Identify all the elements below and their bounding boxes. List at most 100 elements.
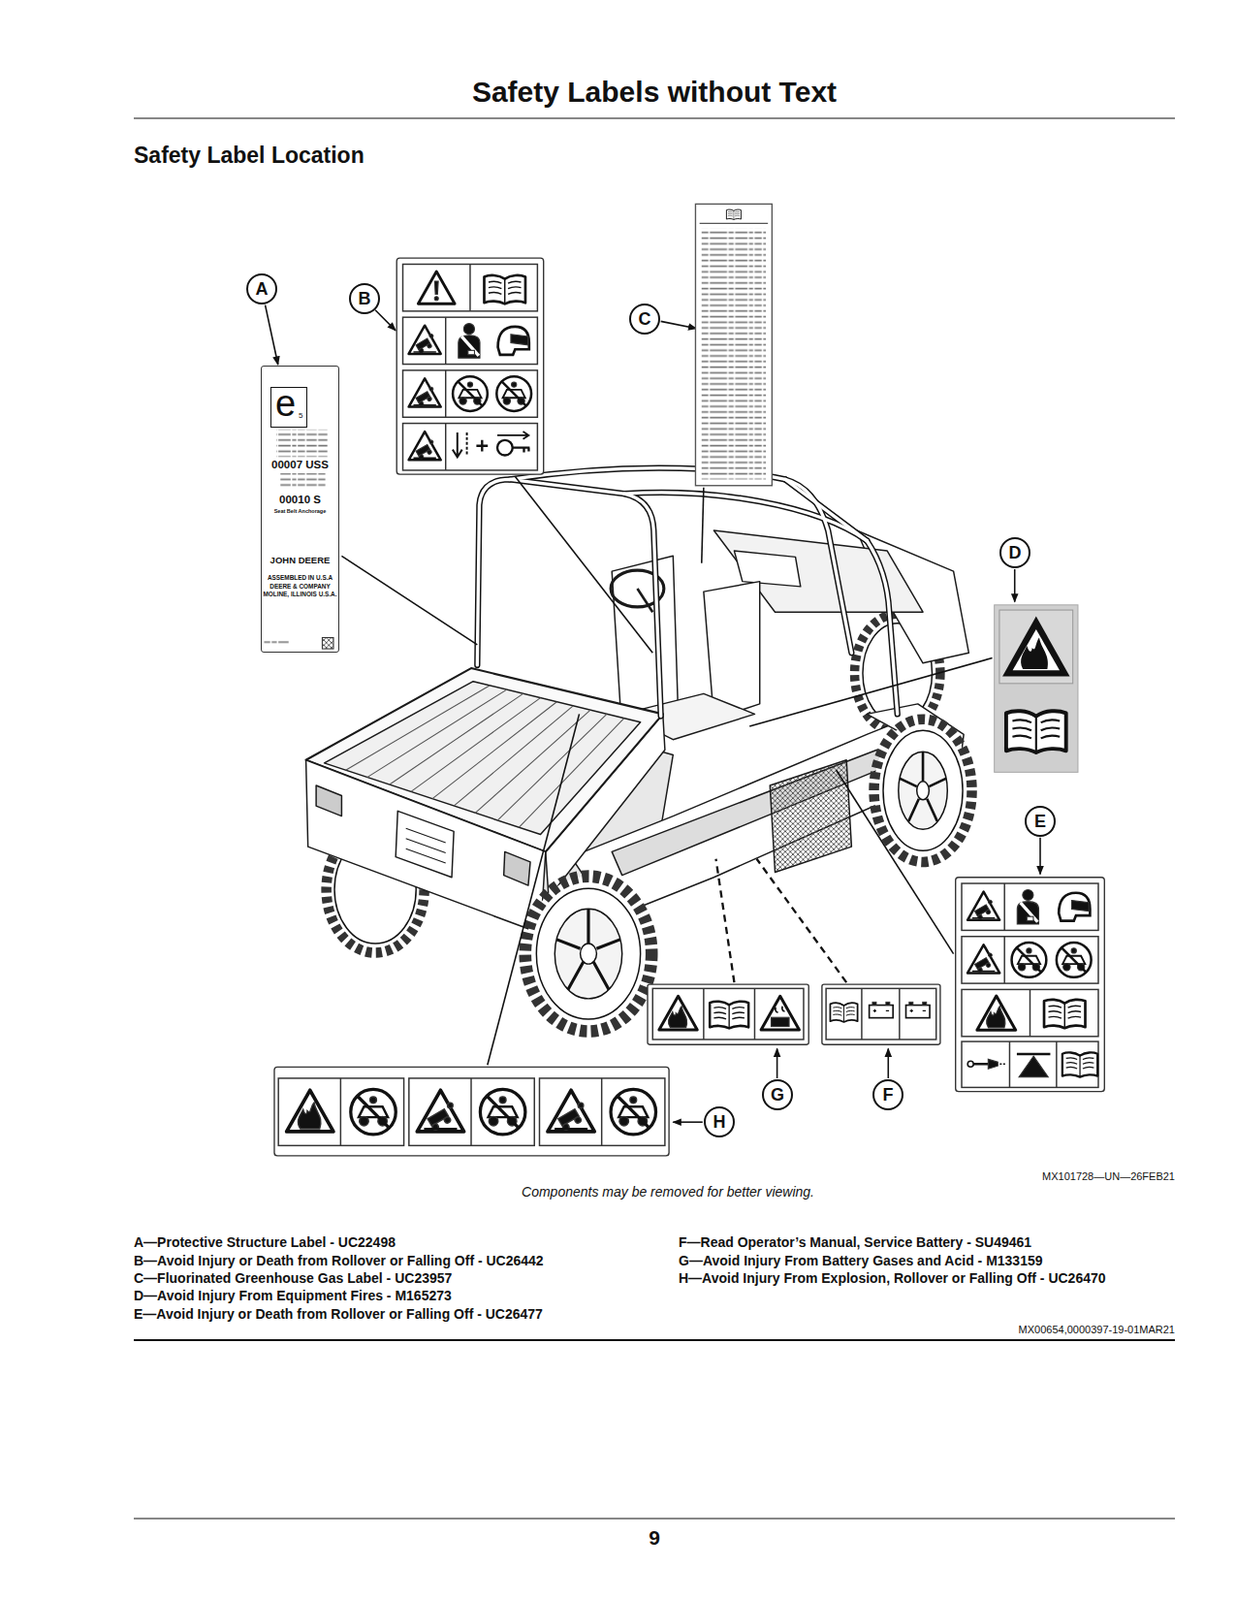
- battery-decal: [898, 987, 900, 1040]
- near-wheel: [917, 781, 930, 800]
- near-wheel: [536, 887, 640, 1019]
- near-wheel: [525, 876, 652, 1032]
- safety-decal: [967, 944, 1000, 973]
- safety-decal: [961, 988, 1099, 1036]
- protective-structure-label: 00007 USS00010 SSeat Belt AnchorageJOHN …: [260, 365, 340, 653]
- callout-letter: F: [872, 1078, 904, 1110]
- safety-decal: [1016, 888, 1039, 924]
- approval-number: 00007 USS: [261, 458, 339, 473]
- safety-decal: [496, 376, 532, 412]
- vehicle-body: [611, 749, 886, 875]
- safety-decal: [409, 378, 442, 407]
- safety-decal: [409, 1077, 535, 1145]
- safety-decal: [403, 370, 539, 417]
- vehicle-illustration: [260, 203, 1105, 1155]
- safety-decal: [967, 1058, 1006, 1069]
- safety-decal: [610, 1088, 656, 1134]
- callout-letter: B: [358, 289, 372, 308]
- near-wheel: [874, 719, 973, 862]
- rops-frame: [476, 468, 897, 717]
- safety-decal: [1003, 883, 1005, 930]
- leader-line: [341, 555, 477, 645]
- near-wheel: [554, 908, 622, 999]
- callout-letter: A: [255, 280, 269, 298]
- legend-key: A—Protective Structure Label - UC22498: [133, 1233, 396, 1251]
- safety-decal: [469, 263, 471, 311]
- fire-decal: [1013, 629, 1060, 670]
- leader-line: [514, 475, 653, 653]
- leader-line: [341, 475, 992, 1065]
- vehicle-body: [733, 550, 800, 587]
- fire-decal: [994, 604, 1078, 773]
- callout-arrow: [1014, 569, 1016, 603]
- leader-line: [749, 658, 992, 727]
- gas-label-decal: [695, 203, 772, 485]
- e-mark-box: e5: [270, 386, 308, 428]
- fire-decal: [999, 609, 1074, 684]
- safety-decal: [1003, 936, 1005, 983]
- assembly-note: ASSEMBLED IN U.S.A DEERE & COMPANY MOLIN…: [261, 573, 339, 600]
- leader-line: [757, 858, 848, 983]
- leader-line: [487, 713, 580, 1065]
- leader-line: [701, 487, 704, 564]
- callout-letter: G: [761, 1078, 793, 1110]
- rops-frame: [476, 468, 897, 717]
- gas-label-decal: [699, 222, 768, 224]
- callout-letter: H: [703, 1106, 735, 1138]
- cargo-bed: [316, 785, 342, 817]
- battery-decal: [822, 983, 941, 1045]
- battery-decal: [754, 987, 756, 1040]
- callout-arrow: [661, 320, 698, 328]
- e-mark-letter: e: [275, 384, 303, 422]
- safety-decal: [1055, 1041, 1057, 1087]
- safety-decal: [470, 1077, 472, 1145]
- callout-arrow: [375, 310, 396, 331]
- brand-name: JOHN DEERE: [261, 554, 339, 566]
- safety-decal: [452, 376, 488, 412]
- approval-number: 00010 S: [261, 493, 339, 508]
- safety-decal: [547, 1089, 595, 1132]
- safety-decal: [1029, 988, 1031, 1036]
- page-rules: [133, 1518, 1175, 1520]
- safety-decal: [1012, 942, 1047, 978]
- battery-decal: [652, 987, 804, 1040]
- legend-key: D—Avoid Injury From Equipment Fires - M1…: [133, 1286, 452, 1304]
- rops-frame: [624, 492, 867, 541]
- gas-label-decal: [726, 209, 741, 220]
- document-id: MX00654,0000397-19-01MAR21: [1018, 1322, 1175, 1336]
- fire-decal: [1002, 615, 1070, 676]
- cargo-bed: [395, 810, 454, 877]
- safety-decal: [340, 1077, 342, 1145]
- fine-print: [276, 429, 328, 457]
- safety-decal: [961, 936, 1099, 983]
- rops-frame: [476, 478, 661, 716]
- callout-arrow: [1039, 837, 1042, 875]
- callout-letter: H: [713, 1112, 727, 1131]
- legend-key: F—Read Operator’s Manual, Service Batter…: [678, 1233, 1154, 1251]
- safety-decal: [1058, 892, 1090, 921]
- callout-letter: B: [348, 283, 381, 315]
- legend-key: G—Avoid Injury From Battery Gases and Ac…: [678, 1251, 1154, 1269]
- safety-decal: [955, 877, 1106, 1092]
- fine-print: [280, 473, 325, 488]
- cargo-bed: [504, 851, 531, 886]
- near-wheel: [898, 751, 948, 829]
- safety-decal: [479, 1088, 525, 1134]
- callout-letter: C: [629, 303, 661, 335]
- safety-decal: [278, 1077, 404, 1145]
- safety-decal: [961, 1041, 1099, 1087]
- legend-key: C—Fluorinated Greenhouse Gas Label - UC2…: [133, 1268, 452, 1287]
- safety-decal: [444, 370, 446, 417]
- rops-frame: [866, 540, 898, 715]
- callout-letter: C: [638, 310, 652, 328]
- rops-frame: [785, 478, 867, 540]
- safety-decal: [417, 271, 455, 304]
- near-wheel: [899, 751, 947, 822]
- battery-decal: [647, 983, 809, 1045]
- rops-frame: [866, 540, 898, 715]
- battery-decal: [647, 983, 809, 1045]
- safety-decal: [409, 325, 442, 354]
- safety-decal: [274, 1066, 669, 1156]
